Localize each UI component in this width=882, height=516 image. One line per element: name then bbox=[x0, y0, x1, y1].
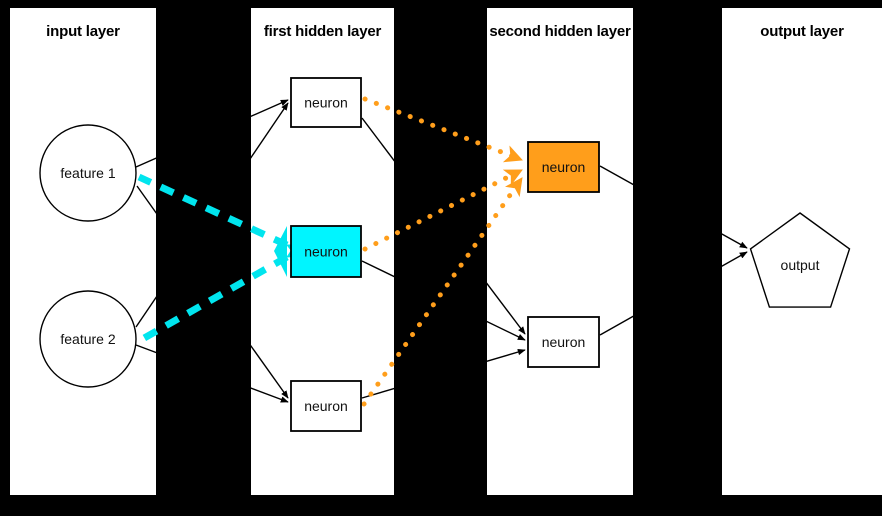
panel-title-first-hidden-layer: first hidden layer bbox=[263, 23, 382, 40]
panel-second-hidden-layer: second hidden layer bbox=[487, 8, 633, 495]
plain-edges-group bbox=[135, 99, 748, 403]
panel-output-layer: output layer bbox=[722, 8, 882, 495]
panel-first-hidden-layer: first hidden layer bbox=[251, 8, 394, 495]
panel-input-layer: input layer bbox=[10, 8, 156, 495]
panel-title-output-layer: output layer bbox=[760, 23, 844, 40]
panel-title-second-hidden-layer: second hidden layer bbox=[489, 23, 631, 40]
panel-title-input-layer: input layer bbox=[46, 23, 120, 40]
